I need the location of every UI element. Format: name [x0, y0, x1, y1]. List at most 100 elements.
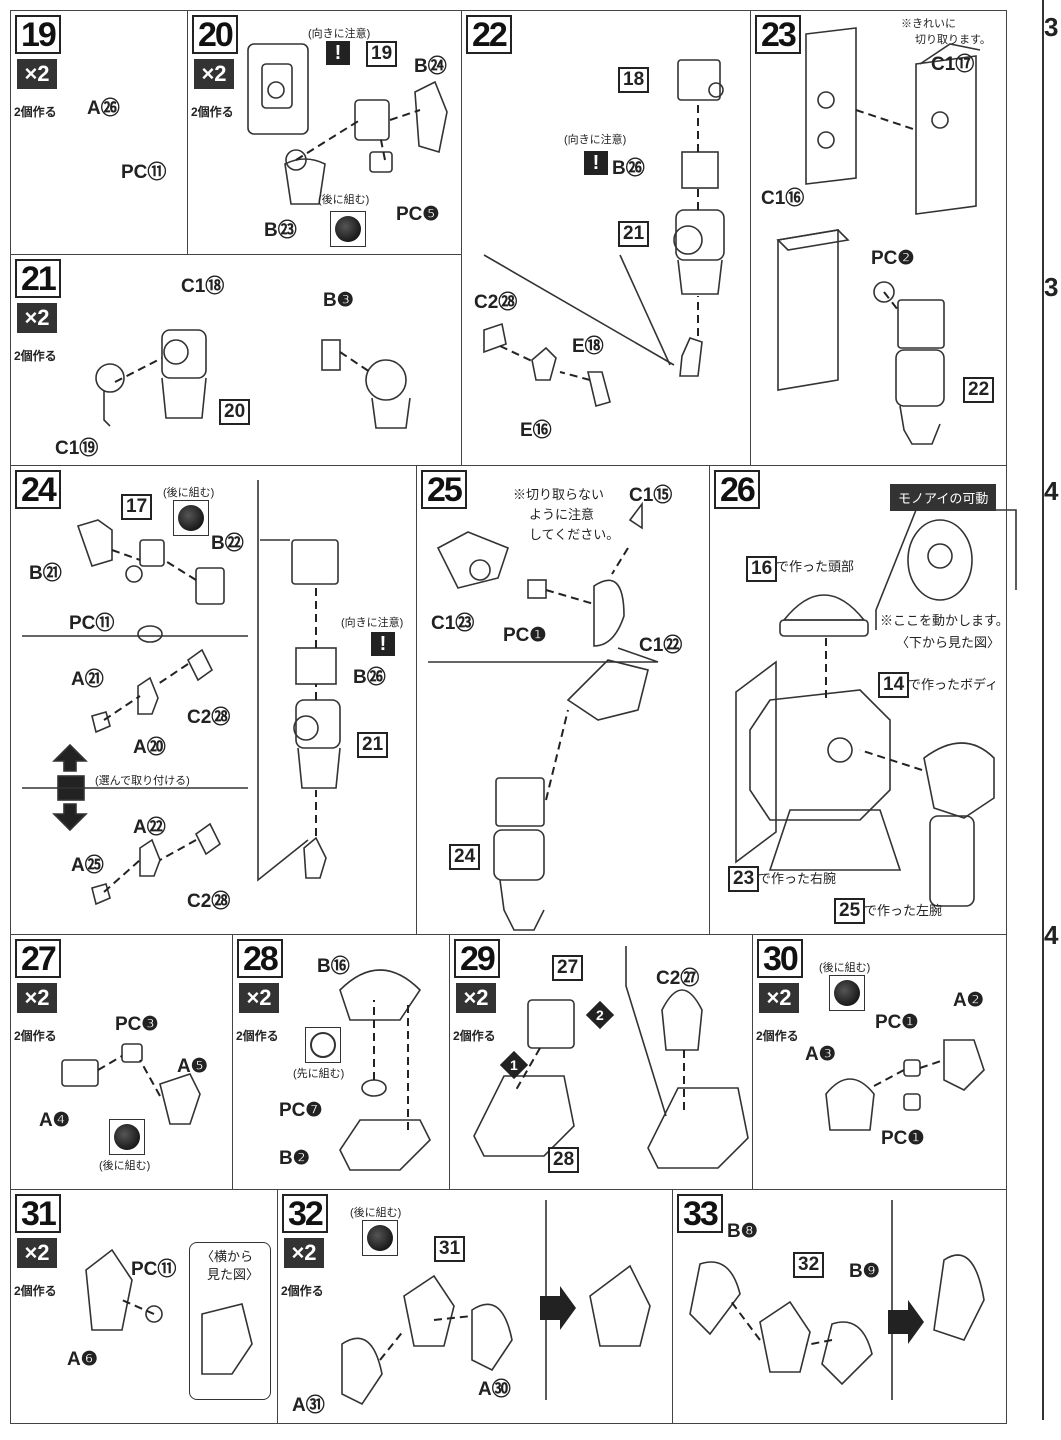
step-number: 30: [757, 939, 803, 978]
assemble-later-note: (後に組む): [819, 962, 871, 974]
next-page-edge: 3 3 4 4: [1042, 0, 1061, 1440]
ball-joint-icon: [109, 1119, 145, 1155]
note-text: してください。: [529, 527, 620, 542]
part-label: A❺: [177, 1056, 208, 1077]
part-label: B㉓: [264, 220, 297, 241]
make-two-label: 2個作る: [453, 1029, 496, 1043]
part-label: B❽: [727, 1221, 758, 1242]
note-text: ※ここを動かします。: [880, 613, 1007, 628]
step-22-panel: 22 18 (向きに注意) ! B㉖ 21 C2㉘ E⑱ E⑯: [461, 10, 751, 466]
step-order-2: 2: [585, 1000, 615, 1030]
part-label: E⑱: [572, 336, 604, 357]
make-two-label: 2個作る: [191, 105, 234, 119]
step-25-panel: 25 ※切り取らない ように注意 してください。 C1⑮ C1㉓ PC❶ C1㉒…: [416, 465, 710, 935]
caption: で作った左腕: [864, 903, 943, 918]
make-two-label: 2個作る: [14, 349, 57, 363]
part-label: PC❶: [881, 1128, 925, 1149]
make-two-label: 2個作る: [236, 1029, 279, 1043]
part-label: C2㉘: [474, 292, 518, 313]
part-label: A㉛: [292, 1395, 325, 1416]
step-31-panel: 31 ×2 2個作る PC⑪ 〈横から 見た図〉 A❻: [10, 1189, 278, 1424]
part-label: B㉑: [29, 563, 62, 584]
caption: で作った頭部: [776, 559, 855, 574]
step-order-1: 1: [499, 1050, 529, 1080]
part-label: PC❶: [875, 1012, 919, 1033]
make-two-label: 2個作る: [14, 1029, 57, 1043]
assemble-later-note: (後に組む): [318, 194, 370, 206]
step-number: 28: [237, 939, 283, 978]
part-label: B㉖: [612, 158, 645, 179]
ball-joint-icon: [362, 1220, 398, 1256]
part-label: PC⑪: [121, 162, 167, 183]
multiplier-badge: ×2: [17, 983, 57, 1013]
caption: 〈横から: [201, 1249, 254, 1264]
part-label: A❻: [67, 1349, 98, 1370]
make-two-label: 2個作る: [281, 1284, 324, 1298]
step-ref-box: 16: [746, 556, 778, 582]
note-text: 切り取ります。: [915, 34, 991, 46]
multiplier-badge: ×2: [194, 59, 234, 89]
orientation-note: (向きに注意): [564, 134, 627, 146]
part-label: A㉑: [71, 669, 104, 690]
step-number: 27: [15, 939, 61, 978]
step-ref-box: 19: [366, 41, 398, 67]
step-number: 23: [755, 15, 801, 54]
step-19-panel: 19 ×2 2個作る A㉖ PC⑪: [10, 10, 188, 255]
step-20-panel: 20 ×2 2個作る (向きに注意) ! 19 B㉔ (後に組む) B㉓ PC❺: [187, 10, 462, 255]
part-label: A㉖: [87, 98, 120, 119]
ball-joint-icon: [305, 1027, 341, 1063]
step-number: 21: [15, 259, 61, 298]
assemble-later-note: (後に組む): [99, 1160, 151, 1172]
step-ref-box: 18: [618, 67, 650, 93]
make-two-label: 2個作る: [756, 1029, 799, 1043]
caption: 見た図〉: [207, 1267, 260, 1282]
part-label: A㉒: [133, 817, 166, 838]
make-two-label: 2個作る: [14, 105, 57, 119]
part-label: C1㉒: [639, 635, 683, 656]
step-number: 31: [15, 1194, 61, 1233]
step-number: 29: [454, 939, 500, 978]
step-29-panel: 29 ×2 2個作る 27 C2㉗ 28 1 2: [449, 934, 753, 1190]
cropped-step-number: 3: [1044, 272, 1059, 302]
part-label: A❹: [39, 1110, 70, 1131]
step-ref-box: 28: [548, 1147, 580, 1173]
part-label: B❾: [849, 1261, 880, 1282]
part-label: A⑳: [133, 737, 166, 758]
part-label: A㉚: [478, 1379, 511, 1400]
multiplier-badge: ×2: [17, 303, 57, 333]
step-28-panel: 28 ×2 2個作る B⑯ (先に組む) PC❼ B❷: [232, 934, 450, 1190]
step-ref-box: 22: [963, 377, 995, 403]
caption: で作ったボディ: [908, 677, 999, 692]
part-label: C1㉓: [431, 613, 475, 634]
step-24-panel: 24 17 (後に組む) B㉒ B㉑ PC⑪ A㉑ A⑳ C2㉘ (選んで取り付…: [10, 465, 417, 935]
ball-joint-icon: [829, 975, 865, 1011]
orientation-note: (向きに注意): [341, 617, 404, 629]
step-26-panel: 26 モノアイの可動 16 で作った頭部 ※ここを動かします。 〈下から見た図〉…: [709, 465, 1007, 935]
multiplier-badge: ×2: [759, 983, 799, 1013]
part-label: B㉖: [353, 667, 386, 688]
note-text: ように注意: [529, 507, 595, 522]
part-label: C1⑱: [181, 276, 225, 297]
multiplier-badge: ×2: [284, 1238, 324, 1268]
cropped-step-number: 4: [1044, 920, 1059, 950]
part-label: B㉔: [414, 56, 447, 77]
warning-icon: !: [584, 151, 608, 175]
part-label: B❸: [323, 290, 354, 311]
step-ref-box: 14: [878, 672, 910, 698]
orientation-note: (向きに注意): [308, 28, 371, 40]
step-27-panel: 27 ×2 2個作る PC❸ A❺ A❹ (後に組む): [10, 934, 233, 1190]
part-label: C2㉘: [187, 707, 231, 728]
part-label: C2㉗: [656, 968, 700, 989]
part-label: C1⑰: [931, 54, 975, 75]
step-number: 25: [421, 470, 467, 509]
part-label: A❷: [953, 990, 984, 1011]
part-label: C1⑲: [55, 438, 99, 459]
monoeye-title: モノアイの可動: [890, 484, 997, 511]
part-label: E⑯: [520, 420, 552, 441]
step-ref-box: 27: [552, 955, 584, 981]
part-label: C1⑯: [761, 188, 805, 209]
part-label: C1⑮: [629, 485, 673, 506]
step-number: 24: [15, 470, 61, 509]
caption: で作った右腕: [758, 871, 837, 886]
